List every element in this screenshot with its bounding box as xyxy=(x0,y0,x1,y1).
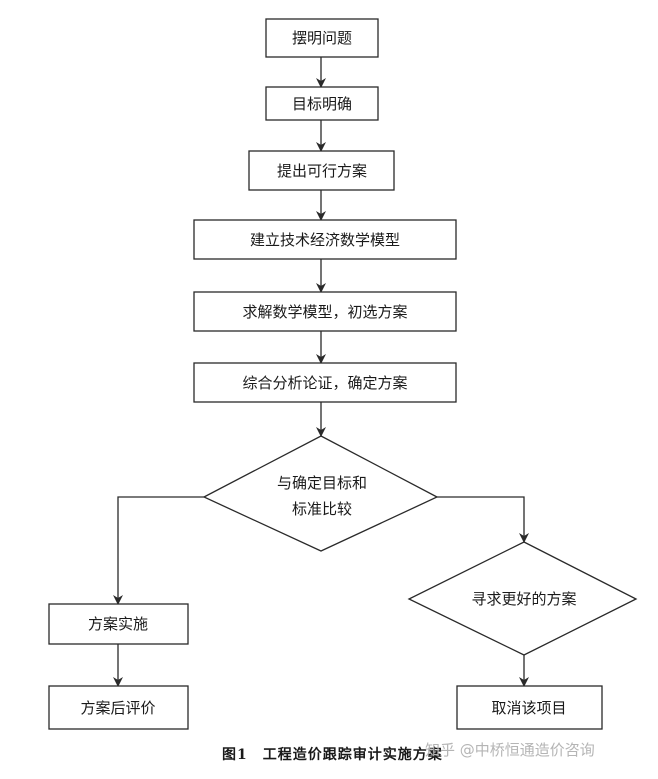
watermark-text: 知乎 @中桥恒通造价咨询 xyxy=(425,741,595,759)
node-box-8: 方案后评价 xyxy=(48,685,189,730)
node-box-1: 摆明问题 xyxy=(265,18,379,58)
arrow-d1-d2 xyxy=(437,496,529,543)
node-label: 摆明问题 xyxy=(292,29,352,47)
node-label: 方案后评价 xyxy=(80,699,155,717)
decision-diamond-1: 与确定目标和 标准比较 xyxy=(202,435,439,552)
node-label: 求解数学模型，初选方案 xyxy=(242,303,407,321)
node-box-9: 取消该项目 xyxy=(456,685,603,730)
decision-label-line-2: 标准比较 xyxy=(292,500,352,518)
figure-caption-bar: 图1 工程造价跟踪审计实施方案 知乎 @中桥恒通造价咨询 xyxy=(0,738,658,768)
decision-label: 寻求更好的方案 xyxy=(471,590,576,608)
node-label: 综合分析论证，确定方案 xyxy=(242,374,407,392)
node-box-6: 综合分析论证，确定方案 xyxy=(193,362,457,403)
node-box-3: 提出可行方案 xyxy=(248,150,395,191)
node-label: 取消该项目 xyxy=(491,699,566,717)
flowchart: 摆明问题 目标明确 提出可行方案 建立技术经济数学模型 求解数学模型，初选方案 … xyxy=(48,18,638,730)
node-box-2: 目标明确 xyxy=(265,86,379,121)
node-box-5: 求解数学模型，初选方案 xyxy=(193,291,457,332)
node-label: 提出可行方案 xyxy=(277,162,367,180)
node-box-7: 方案实施 xyxy=(48,603,189,645)
figure-caption: 图1 工程造价跟踪审计实施方案 xyxy=(222,747,443,763)
node-label: 建立技术经济数学模型 xyxy=(250,231,400,249)
arrow-d1-n7 xyxy=(113,496,204,605)
decision-label-line-1: 与确定目标和 xyxy=(277,474,367,492)
node-box-4: 建立技术经济数学模型 xyxy=(193,219,457,260)
node-label: 目标明确 xyxy=(292,95,352,113)
decision-diamond-2: 寻求更好的方案 xyxy=(407,541,638,656)
node-label: 方案实施 xyxy=(88,615,148,633)
